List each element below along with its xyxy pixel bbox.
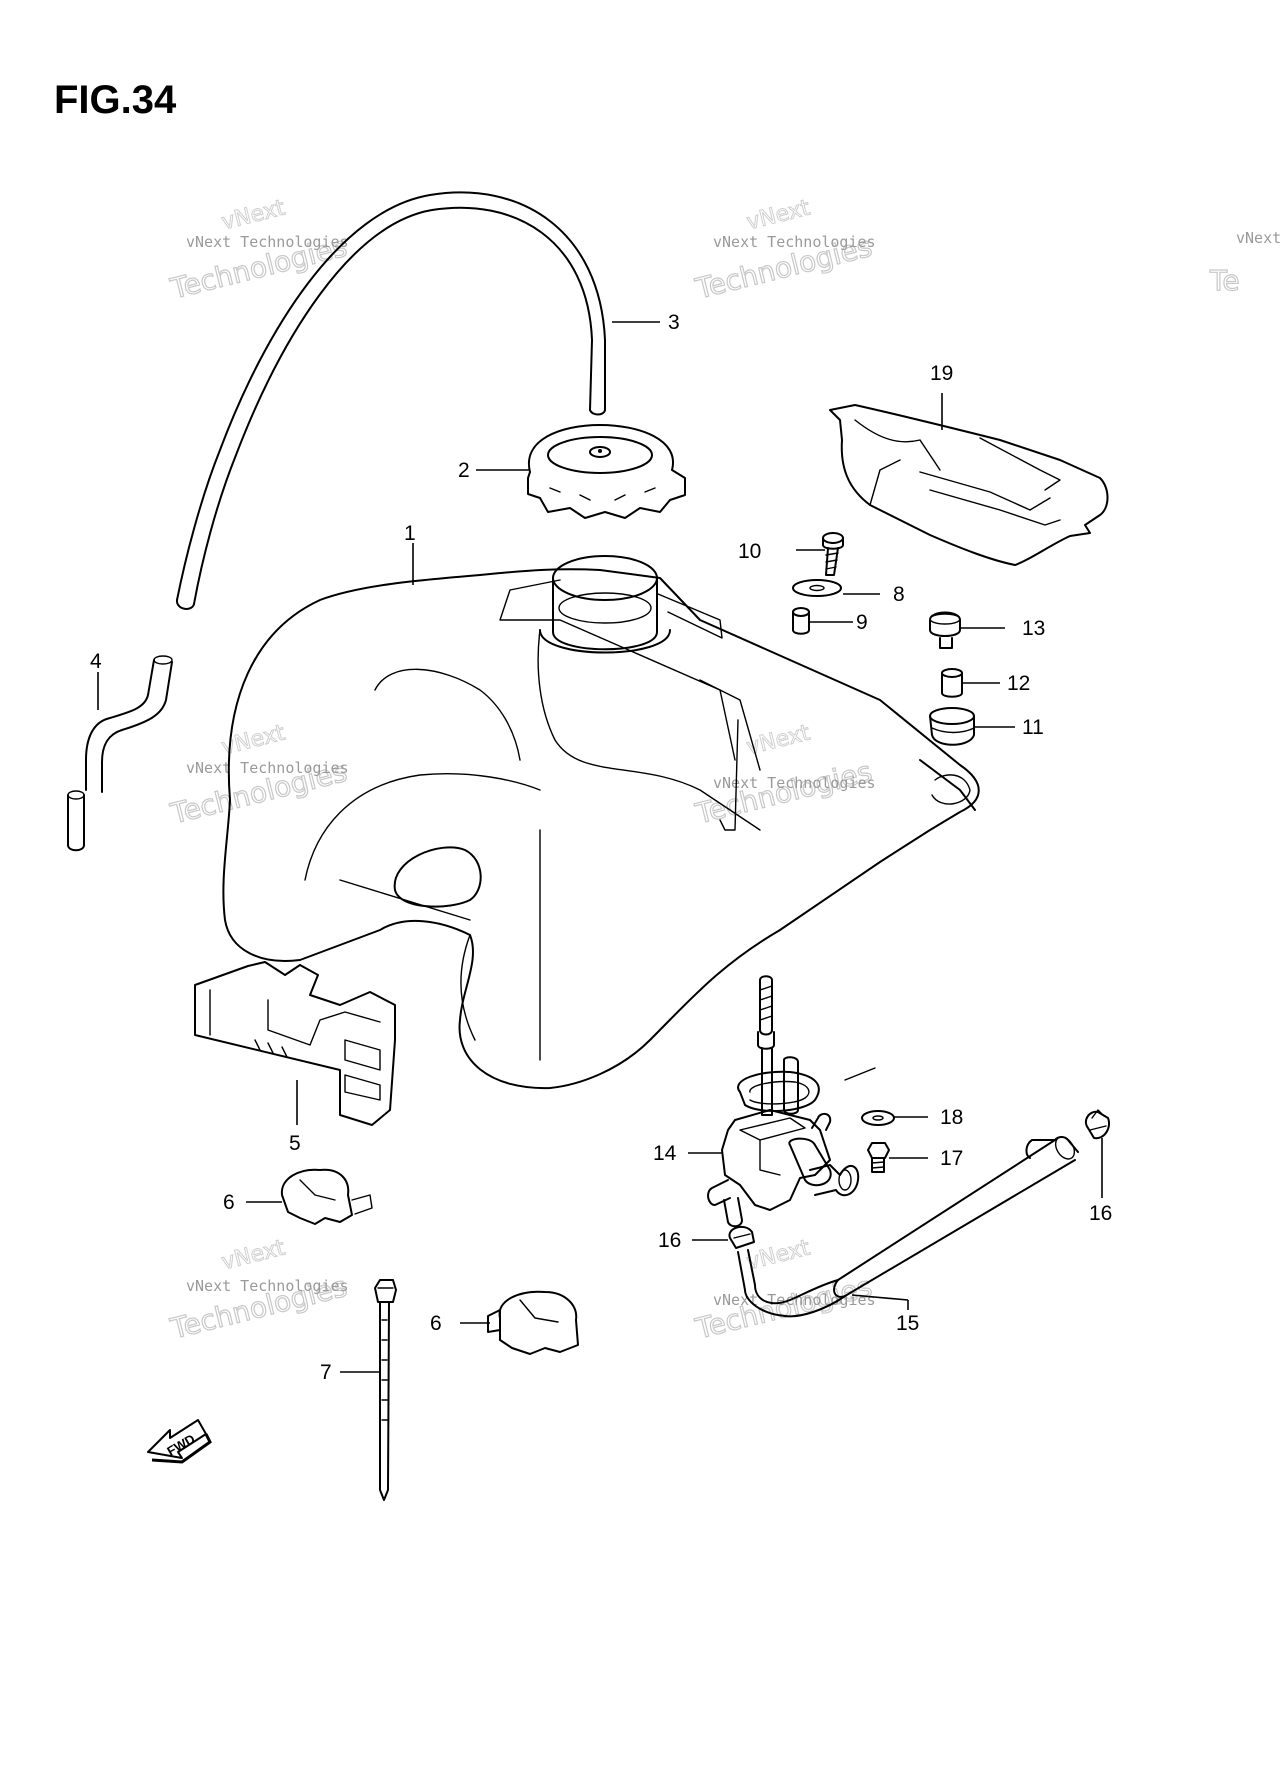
callout-17: 17 <box>940 1147 963 1170</box>
watermark-mid-left-text: vNext Technologies <box>186 759 349 777</box>
part-11-grommet <box>929 707 975 746</box>
callout-7: 7 <box>320 1361 332 1384</box>
part-16-clip-lower <box>728 1225 755 1249</box>
callout-11: 11 <box>1022 716 1044 739</box>
watermark-mid-center: vNext Technologies <box>691 720 876 831</box>
part-7-cable-tie <box>374 1279 397 1501</box>
callout-10: 10 <box>738 540 761 563</box>
callout-13: 13 <box>1022 617 1045 640</box>
callout-9: 9 <box>856 611 868 634</box>
svg-text:vNext: vNext <box>219 195 288 235</box>
callout-labels: 1 2 3 4 5 6 6 7 8 9 10 11 12 13 14 15 16… <box>90 311 1112 1384</box>
part-6-clamp-upper <box>280 1168 373 1225</box>
part-5-bracket <box>194 961 396 1126</box>
watermark-top-left-text: vNext Technologies <box>186 233 349 251</box>
watermark-top-center-text: vNext Technologies <box>713 233 876 251</box>
part-18-washer <box>861 1110 895 1126</box>
part-9-collar <box>792 607 810 635</box>
fwd-direction-arrow: FWD <box>147 1419 212 1464</box>
callout-6-lower: 6 <box>430 1312 442 1335</box>
part-8-washer <box>792 579 842 597</box>
svg-text:Technologies: Technologies <box>692 755 875 831</box>
callout-19: 19 <box>930 362 953 385</box>
callout-16-left: 16 <box>658 1229 681 1252</box>
part-4-short-hose <box>67 655 173 852</box>
part-3-vent-hose <box>176 191 606 610</box>
watermark-mid-center-text: vNext Technologies <box>713 774 876 792</box>
figure-title: FIG.34 <box>54 78 177 122</box>
watermark-top-right: vNext Te <box>1208 229 1280 298</box>
part-2-fuel-cap <box>527 424 686 519</box>
callout-4: 4 <box>90 650 102 673</box>
part-12-spacer <box>941 668 963 698</box>
svg-text:vNext: vNext <box>219 1235 288 1275</box>
watermark-bottom-left-text: vNext Technologies <box>186 1277 349 1295</box>
watermark-bottom-center: vNext Technologies <box>691 1235 876 1346</box>
part-13-bolt <box>929 611 961 649</box>
callout-16-right: 16 <box>1089 1202 1112 1225</box>
callout-8: 8 <box>893 583 905 606</box>
callout-1: 1 <box>404 522 416 545</box>
svg-text:vNext: vNext <box>744 720 813 760</box>
callout-18: 18 <box>940 1106 963 1129</box>
svg-text:vNext: vNext <box>1236 229 1280 247</box>
callout-6-upper: 6 <box>223 1191 235 1214</box>
svg-text:Te: Te <box>1209 264 1240 297</box>
part-15-fuel-hose <box>737 1136 1079 1318</box>
watermark-bottom-center-text: vNext Technologies <box>713 1291 876 1309</box>
part-10-bolt <box>822 532 844 576</box>
callout-14: 14 <box>653 1142 677 1165</box>
part-19-cover <box>829 404 1109 566</box>
leader-lines <box>97 321 1103 1373</box>
callout-15: 15 <box>896 1312 919 1335</box>
part-17-bolt <box>867 1142 890 1173</box>
part-6-clamp-lower <box>487 1290 579 1355</box>
callout-5: 5 <box>289 1132 301 1155</box>
part-1-fuel-tank <box>222 555 980 1090</box>
part-16-clip-upper <box>1084 1109 1110 1140</box>
callout-3: 3 <box>668 311 680 334</box>
svg-text:vNext: vNext <box>744 195 813 235</box>
callout-12: 12 <box>1007 672 1030 695</box>
part-14-fuel-cock <box>707 975 876 1228</box>
callout-2: 2 <box>458 459 470 482</box>
